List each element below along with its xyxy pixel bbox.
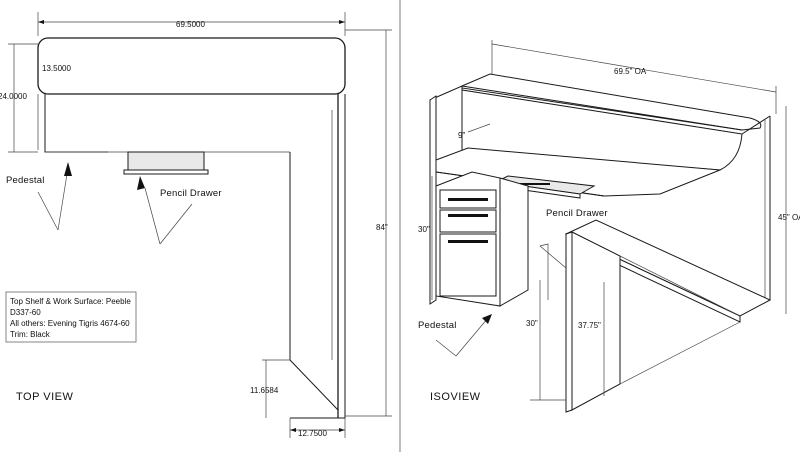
iso-pedestal-height-dimension: 30"	[418, 176, 433, 300]
return-notch-label: 11.6584	[250, 386, 279, 395]
top-shelf-outline	[37, 37, 346, 95]
pencil-drawer-plan	[123, 151, 209, 175]
return-notch-dimension: 11.6584	[250, 359, 290, 418]
iso-pedestal-label: Pedestal	[418, 320, 457, 331]
iso-desk-height-label: 30"	[526, 319, 538, 328]
length-dim-label: 84"	[376, 223, 388, 232]
return-inner-edge	[289, 152, 339, 411]
overall-depth-dimension: 24.0000	[0, 43, 38, 153]
iso-pedestal-leader: Pedestal	[418, 314, 492, 357]
length-dimension: 84"	[345, 29, 392, 417]
note-line-4: Trim: Black	[10, 330, 51, 339]
width-dimension: 69.5000	[37, 12, 346, 36]
pencil-drawer-label: Pencil Drawer	[160, 188, 222, 199]
note-line-3: All others: Evening Tigris 4674-60	[10, 319, 130, 328]
pencil-drawer-leader: Pencil Drawer	[137, 176, 222, 245]
note-line-1: Top Shelf & Work Surface: Peeble	[10, 297, 131, 306]
iso-shelf-dim: 9"	[458, 131, 465, 140]
overall-depth-label: 24.0000	[0, 92, 27, 101]
pedestal-label: Pedestal	[6, 175, 45, 186]
iso-view-title: ISOVIEW	[430, 391, 481, 403]
shelf-depth-label: 13.5000	[42, 64, 71, 73]
iso-return-panel	[564, 219, 772, 413]
iso-desk-height-dimension: 30"	[526, 280, 566, 401]
width-dim-label: 69.5000	[176, 20, 205, 29]
iso-width-dimension: 69.5" OA	[491, 40, 777, 114]
top-view-title: TOP VIEW	[16, 391, 74, 403]
top-view: 69.5000 13.5000 24.0000 Pedestal	[0, 12, 392, 438]
pedestal-leader: Pedestal	[6, 162, 72, 231]
iso-height-label: 45" OA	[778, 213, 800, 222]
note-line-2: D337-60	[10, 308, 41, 317]
return-width-dimension: 12.7500	[289, 418, 346, 438]
iso-height-dimension: 45" OA	[778, 106, 800, 314]
iso-width-label: 69.5" OA	[614, 67, 647, 76]
work-surface-left-edge	[44, 94, 108, 153]
iso-pedestal-height-label: 30"	[418, 225, 430, 234]
return-width-label: 12.7500	[298, 429, 327, 438]
iso-view: 69.5" OA 9" Pencil Drawer	[418, 40, 800, 413]
material-notes: Top Shelf & Work Surface: Peeble D337-60…	[5, 291, 137, 343]
iso-pedestal	[435, 171, 529, 307]
iso-pencil-drawer-label: Pencil Drawer	[546, 208, 608, 219]
iso-return-height-dimension: 37.75"	[578, 282, 605, 396]
iso-return-height-label: 37.75"	[578, 321, 601, 330]
